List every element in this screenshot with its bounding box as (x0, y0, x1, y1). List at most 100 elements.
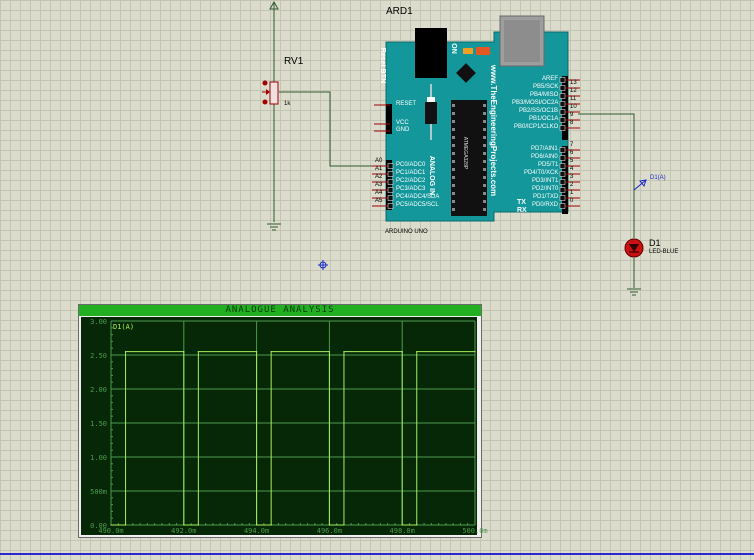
trace-point (401, 524, 403, 526)
trace-point (110, 524, 112, 526)
led-d1[interactable] (624, 238, 644, 258)
arduino-ref-label: ARD1 (386, 6, 413, 17)
digital-pin-number: 11 (570, 96, 577, 102)
digital-pin-number: 6 (570, 150, 574, 156)
trace-point (197, 524, 199, 526)
digital-pin-function-label: PD3/INT1 (532, 178, 559, 184)
x-tick-label: 490.0m (98, 527, 123, 535)
digital-pin-number: 0 (570, 198, 574, 204)
y-tick-label: 500m (90, 488, 107, 496)
graph-title[interactable]: ANALOGUE ANALYSIS (79, 305, 481, 316)
trace-point (343, 351, 345, 353)
digital-pin-function-label: PB3/MOSI/OC2A (512, 100, 559, 106)
digital-pin-function-label: PD5/T1 (538, 162, 559, 168)
x-tick-label: 498.0m (390, 527, 415, 535)
trace-point (124, 524, 127, 526)
site-text: www.TheEngineeringProjects.com (489, 64, 499, 197)
x-tick-label: 492.0m (171, 527, 196, 535)
y-tick-label: 3.00 (90, 318, 107, 326)
ground-icon (267, 223, 281, 231)
rx-label: RX (517, 207, 527, 214)
analog-pin-a5: A5 (375, 198, 383, 204)
led-ref-label: D1 (649, 238, 661, 248)
power-pin-label: GND (396, 127, 410, 133)
trace-point (270, 351, 272, 353)
trace-point (416, 351, 418, 353)
trace-point (474, 351, 476, 353)
power-terminal[interactable] (269, 0, 279, 12)
x-tick-label: 494.0m (244, 527, 269, 535)
analog-pin-function-label: PC1/ADC1 (396, 170, 426, 176)
arduino-board[interactable] (385, 15, 569, 222)
digital-pin-number: 8 (570, 120, 574, 126)
trace-point (416, 524, 418, 526)
trace-point (343, 524, 345, 526)
analog-pin-function-label: PC2/ADC2 (396, 178, 426, 184)
trace-point (328, 351, 330, 353)
power-pins[interactable] (374, 104, 390, 132)
digital-pin-function-label: PB0/ICP1/CLKO (514, 124, 559, 130)
trace-line-0 (111, 351, 475, 526)
rv1-value-label: 1k (284, 101, 291, 107)
digital-pins[interactable] (559, 77, 580, 209)
analog-pin-function-label: PC4/ADC4/SDA (396, 194, 440, 200)
trace-point (197, 351, 199, 353)
power-pin-label: VCC (396, 120, 409, 126)
y-tick-label: 1.50 (90, 420, 107, 428)
trace-point (256, 351, 258, 353)
digital-pin-function-label: PD7/AIN1 (531, 146, 558, 152)
digital-pin-number: 13 (570, 80, 577, 86)
tx-label: TX (517, 199, 526, 206)
led-type-label: LED-BLUE (649, 249, 679, 255)
analog-pin-a0: A0 (375, 158, 383, 164)
probe-label[interactable]: D1(A) (650, 175, 666, 181)
reset-button-label: Reset BTN (379, 47, 387, 84)
digital-pin-function-label: PD6/AIN0 (531, 154, 558, 160)
ground-icon (627, 288, 641, 296)
voltage-probe-icon[interactable] (633, 179, 647, 191)
potentiometer-rv1[interactable] (262, 80, 279, 105)
analog-pin-a3: A3 (375, 182, 383, 188)
digital-pin-number: 9 (570, 112, 574, 118)
analog-pins[interactable] (372, 163, 394, 209)
analogue-analysis-graph[interactable]: ANALOGUE ANALYSIS 490.0m 492.0m 494.0m 496.… (78, 304, 488, 538)
analog-pin-a2: A2 (375, 174, 383, 180)
trace-point (183, 351, 185, 353)
y-tick-label: 2.00 (90, 386, 107, 394)
analog-pin-function-label: PC5/ADC5/SCL (396, 202, 439, 208)
trace-point (124, 351, 127, 353)
digital-pin-number: 3 (570, 174, 574, 180)
digital-pin-number: 7 (570, 142, 574, 148)
digital-pin-number: 5 (570, 158, 574, 164)
rv1-ref-label: RV1 (284, 56, 304, 67)
power-pin-label: RESET (396, 101, 417, 107)
analog-in-label: ANALOG IN (428, 155, 436, 196)
digital-pin-number: 12 (570, 88, 577, 94)
status-line (0, 553, 754, 555)
digital-pin-function-label: PB5/SCK (533, 84, 559, 90)
digital-pin-function-label: PD2/INT0 (532, 186, 559, 192)
analog-pin-a4: A4 (375, 190, 383, 196)
digital-pin-number: 2 (570, 182, 574, 188)
digital-pin-function-label: PD0/RXD (532, 202, 559, 208)
digital-pin-function-label: PB4/MISO (530, 92, 559, 98)
origin-marker[interactable] (318, 260, 328, 270)
trace-legend-label: D1(A) (113, 323, 134, 331)
digital-pin-function-label: PD4/T0/XCK (524, 170, 559, 176)
digital-pin-function-label: PD1/TXD (533, 194, 559, 200)
trace-point (401, 351, 403, 353)
on-label: ON (449, 43, 457, 54)
trace-point (270, 524, 272, 526)
digital-pin-number: 10 (570, 104, 577, 110)
chip-text: ATMEGA328P (462, 136, 469, 170)
digital-pin-number: 1 (570, 190, 574, 196)
x-tick-label: 496.0m (317, 527, 342, 535)
analog-pin-function-label: PC0/ADC0 (396, 162, 426, 168)
digital-pin-function-label: PB2/SS/OC1B (519, 108, 559, 114)
trace-point (256, 524, 258, 526)
digital-pin-function-label: AREF (542, 76, 559, 82)
digital-pin-function-label: PB1/OC1A (529, 116, 559, 122)
